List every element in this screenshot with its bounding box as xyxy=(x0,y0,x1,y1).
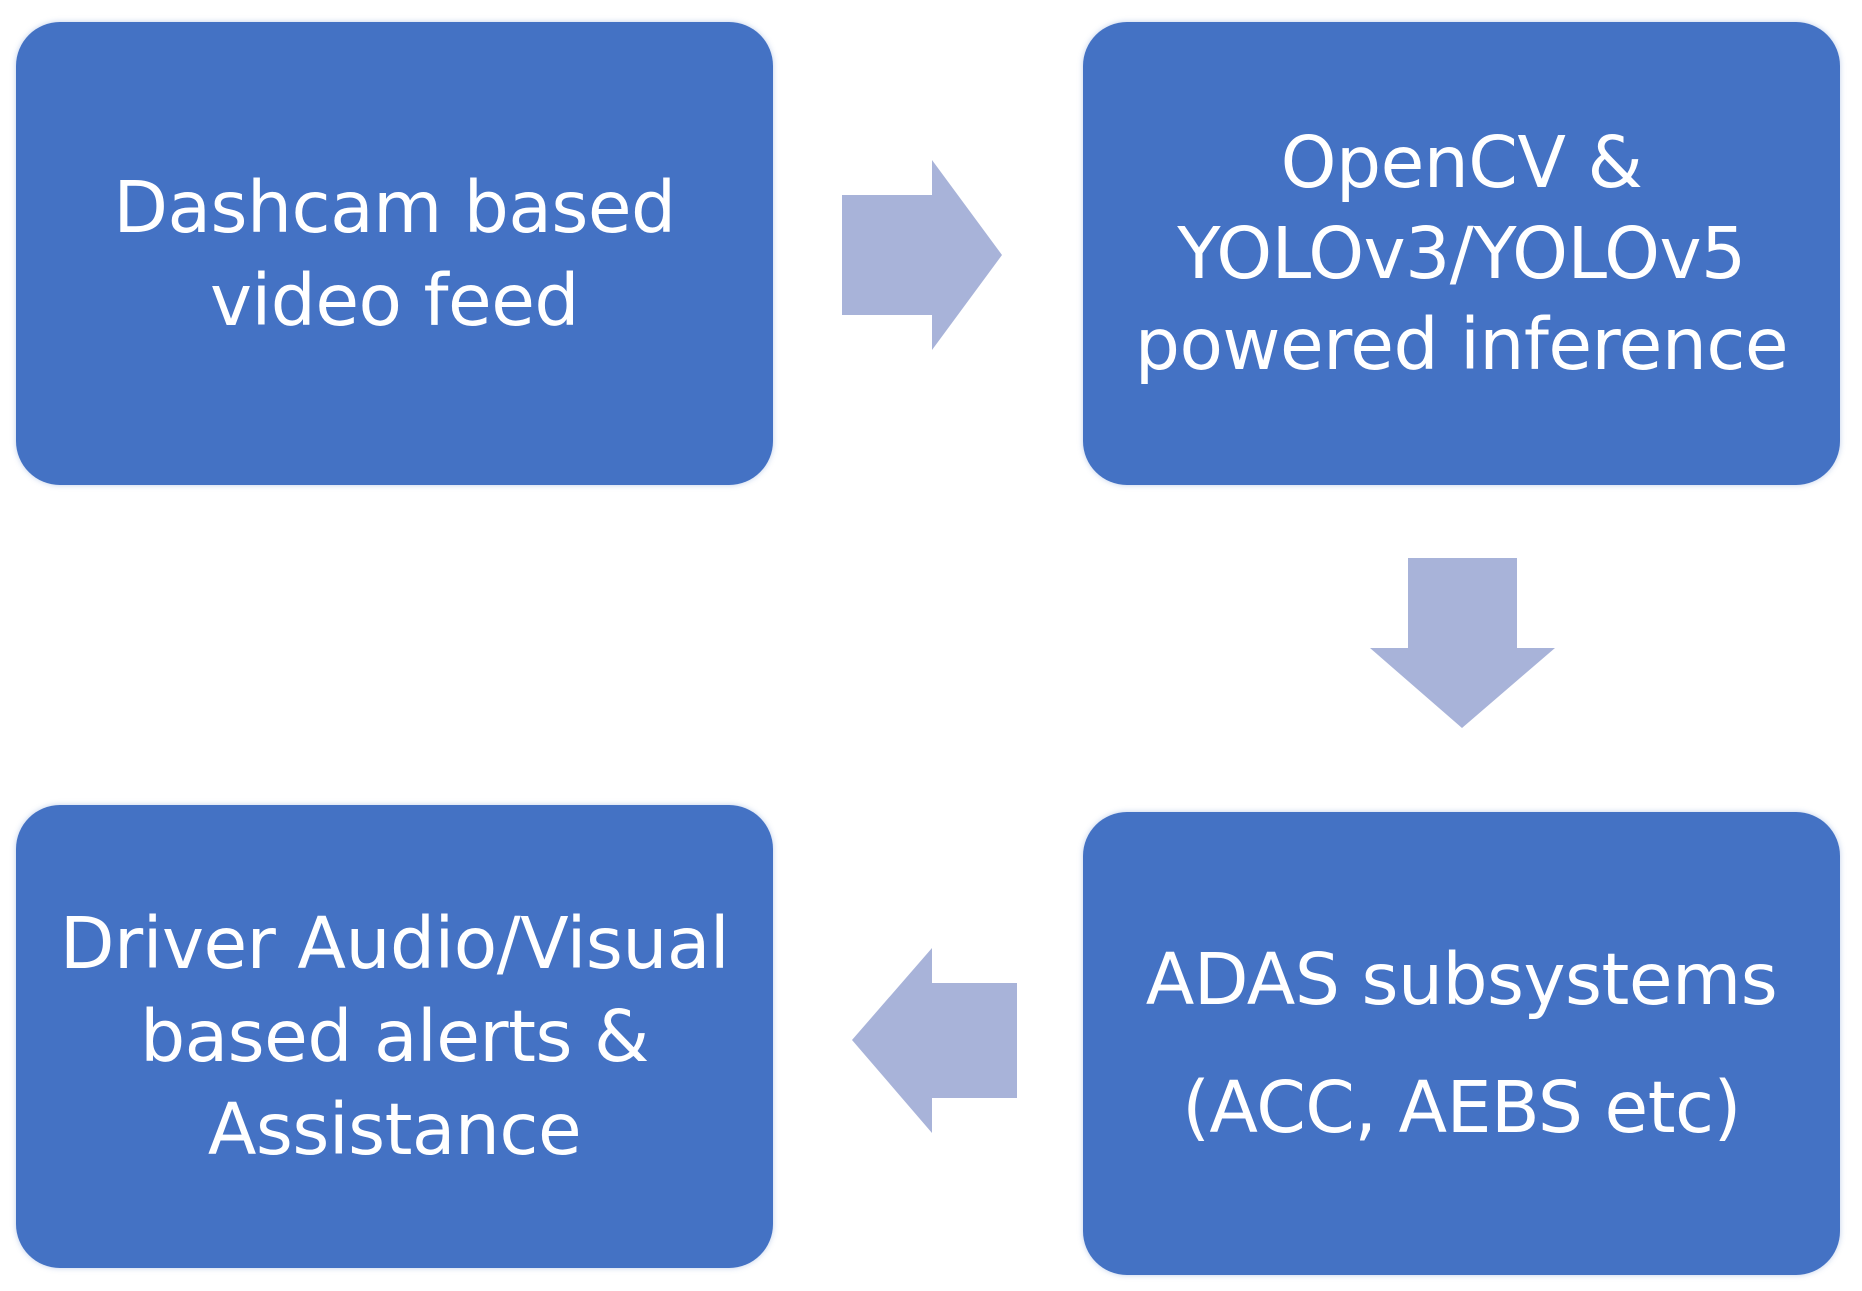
flow-box-adas-subsystems-label: ADAS subsystems (ACC, AEBS etc) xyxy=(1145,937,1778,1149)
arrow-right-icon xyxy=(842,160,1002,350)
flow-box-adas-subsystems: ADAS subsystems (ACC, AEBS etc) xyxy=(1083,812,1840,1275)
flow-box-video-feed: Dashcam based video feed xyxy=(16,22,773,485)
flow-box-driver-alerts-label: Driver Audio/Visual based alerts & Assis… xyxy=(59,902,730,1171)
flow-box-inference: OpenCV & YOLOv3/YOLOv5 powered inference xyxy=(1083,22,1840,485)
arrow-left-icon xyxy=(852,948,1017,1133)
flow-box-video-feed-label: Dashcam based video feed xyxy=(113,165,676,342)
arrow-down-icon xyxy=(1370,558,1555,728)
flow-box-inference-label: OpenCV & YOLOv3/YOLOv5 powered inference xyxy=(1134,121,1789,386)
flow-box-driver-alerts: Driver Audio/Visual based alerts & Assis… xyxy=(16,805,773,1268)
